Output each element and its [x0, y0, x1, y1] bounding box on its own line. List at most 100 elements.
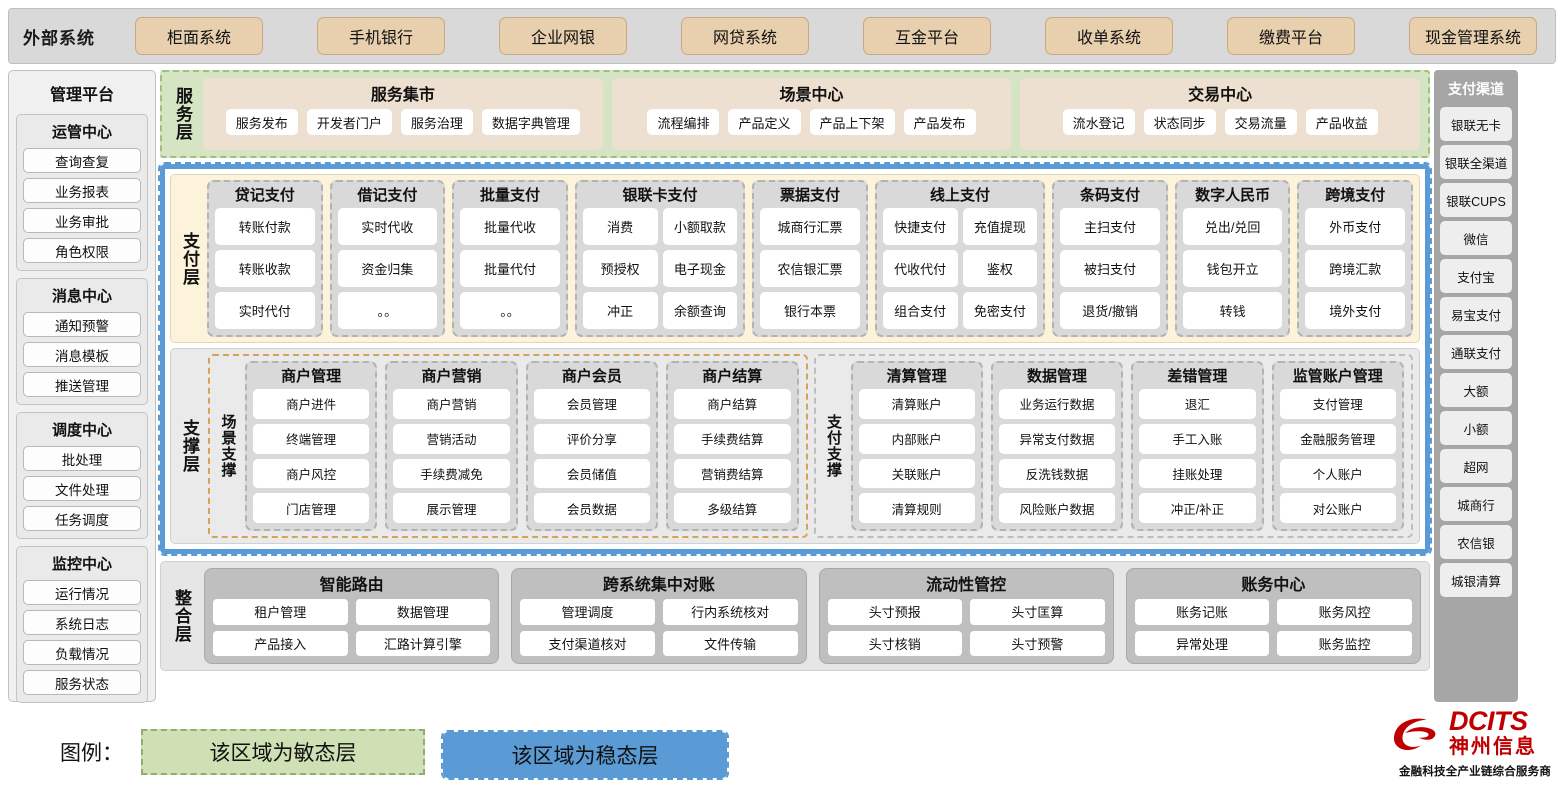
- support-chip[interactable]: 营销活动: [393, 423, 510, 454]
- support-chip[interactable]: 商户进件: [253, 389, 370, 419]
- management-item[interactable]: 通知预警: [23, 312, 141, 337]
- payment-chip[interactable]: 退货/撤销: [1060, 292, 1160, 329]
- payment-channel-item[interactable]: 小额: [1440, 411, 1512, 445]
- payment-chip[interactable]: 实时代收: [337, 208, 438, 245]
- payment-chip[interactable]: 钱包开立: [1182, 250, 1283, 287]
- payment-chip[interactable]: 兑出/兑回: [1182, 208, 1283, 245]
- support-chip[interactable]: 会员数据: [533, 493, 651, 523]
- payment-chip[interactable]: 电子现金: [662, 250, 738, 287]
- integration-chip[interactable]: 数据管理: [355, 599, 491, 625]
- support-chip[interactable]: 展示管理: [393, 493, 510, 523]
- support-chip[interactable]: 会员管理: [533, 389, 651, 419]
- management-item[interactable]: 系统日志: [23, 610, 141, 635]
- service-chip[interactable]: 服务治理: [400, 109, 473, 135]
- payment-channel-item[interactable]: 银联无卡: [1440, 107, 1512, 141]
- integration-chip[interactable]: 文件传输: [662, 630, 798, 656]
- support-chip[interactable]: 终端管理: [253, 423, 370, 454]
- integration-chip[interactable]: 租户管理: [213, 599, 348, 625]
- payment-channel-item[interactable]: 超网: [1440, 449, 1512, 483]
- payment-chip[interactable]: 鉴权: [962, 250, 1038, 287]
- payment-chip[interactable]: 充值提现: [962, 208, 1038, 245]
- payment-channel-item[interactable]: 银联CUPS: [1440, 183, 1512, 217]
- management-item[interactable]: 消息模板: [23, 342, 141, 367]
- payment-chip[interactable]: 组合支付: [882, 292, 958, 329]
- payment-chip[interactable]: 批量代收: [460, 208, 560, 245]
- management-item[interactable]: 文件处理: [23, 476, 141, 501]
- payment-chip[interactable]: 免密支付: [962, 292, 1038, 329]
- payment-channel-item[interactable]: 大额: [1440, 373, 1512, 407]
- external-system-chip[interactable]: 互金平台: [863, 17, 991, 55]
- support-chip[interactable]: 支付管理: [1279, 389, 1396, 419]
- payment-channel-item[interactable]: 城银清算: [1440, 563, 1512, 597]
- payment-chip[interactable]: 批量代付: [460, 250, 560, 287]
- integration-chip[interactable]: 汇路计算引擎: [355, 630, 491, 656]
- payment-chip[interactable]: 外币支付: [1305, 208, 1406, 245]
- payment-chip[interactable]: 城商行汇票: [760, 208, 860, 245]
- support-chip[interactable]: 评价分享: [533, 423, 651, 454]
- support-chip[interactable]: 对公账户: [1279, 493, 1396, 523]
- service-chip[interactable]: 流程编排: [647, 109, 720, 135]
- support-chip[interactable]: 业务运行数据: [998, 389, 1116, 419]
- payment-chip[interactable]: 。。: [337, 292, 438, 329]
- management-item[interactable]: 负载情况: [23, 640, 141, 665]
- payment-channel-item[interactable]: 微信: [1440, 221, 1512, 255]
- payment-chip[interactable]: 主扫支付: [1060, 208, 1160, 245]
- support-chip[interactable]: 退汇: [1139, 389, 1256, 419]
- payment-chip[interactable]: 境外支付: [1305, 292, 1406, 329]
- external-system-chip[interactable]: 现金管理系统: [1409, 17, 1537, 55]
- support-chip[interactable]: 商户风控: [253, 458, 370, 489]
- payment-chip[interactable]: 冲正: [582, 292, 658, 329]
- external-system-chip[interactable]: 企业网银: [499, 17, 627, 55]
- support-chip[interactable]: 手续费结算: [674, 423, 791, 454]
- management-item[interactable]: 推送管理: [23, 372, 141, 397]
- support-chip[interactable]: 清算账户: [858, 389, 975, 419]
- support-chip[interactable]: 多级结算: [674, 493, 791, 523]
- payment-chip[interactable]: 。。: [460, 292, 560, 329]
- payment-chip[interactable]: 预授权: [582, 250, 658, 287]
- service-chip[interactable]: 状态同步: [1143, 109, 1216, 135]
- support-chip[interactable]: 关联账户: [858, 458, 975, 489]
- payment-chip[interactable]: 代收代付: [882, 250, 958, 287]
- integration-chip[interactable]: 账务风控: [1277, 599, 1412, 625]
- external-system-chip[interactable]: 手机银行: [317, 17, 445, 55]
- integration-chip[interactable]: 产品接入: [213, 630, 348, 656]
- support-chip[interactable]: 商户结算: [674, 389, 791, 419]
- support-chip[interactable]: 手工入账: [1139, 423, 1256, 454]
- integration-chip[interactable]: 头寸核销: [827, 630, 963, 656]
- integration-chip[interactable]: 头寸匡算: [970, 599, 1105, 625]
- payment-chip[interactable]: 实时代付: [215, 292, 315, 329]
- payment-chip[interactable]: 资金归集: [337, 250, 438, 287]
- management-item[interactable]: 查询查复: [23, 148, 141, 173]
- service-chip[interactable]: 交易流量: [1224, 109, 1297, 135]
- payment-channel-item[interactable]: 通联支付: [1440, 335, 1512, 369]
- support-chip[interactable]: 冲正/补正: [1139, 493, 1256, 523]
- support-chip[interactable]: 异常支付数据: [998, 423, 1116, 454]
- support-chip[interactable]: 营销费结算: [674, 458, 791, 489]
- service-chip[interactable]: 服务发布: [225, 109, 298, 135]
- integration-chip[interactable]: 头寸预警: [970, 630, 1105, 656]
- integration-chip[interactable]: 管理调度: [520, 599, 655, 625]
- support-chip[interactable]: 个人账户: [1279, 458, 1396, 489]
- management-item[interactable]: 角色权限: [23, 238, 141, 263]
- payment-channel-item[interactable]: 城商行: [1440, 487, 1512, 521]
- support-chip[interactable]: 反洗钱数据: [998, 458, 1116, 489]
- payment-chip[interactable]: 农信银汇票: [760, 250, 860, 287]
- integration-chip[interactable]: 账务监控: [1277, 630, 1412, 656]
- support-chip[interactable]: 内部账户: [858, 423, 975, 454]
- management-item[interactable]: 服务状态: [23, 670, 141, 695]
- payment-chip[interactable]: 余额查询: [662, 292, 738, 329]
- payment-chip[interactable]: 转账收款: [215, 250, 315, 287]
- support-chip[interactable]: 商户营销: [393, 389, 510, 419]
- payment-chip[interactable]: 快捷支付: [882, 208, 958, 245]
- payment-chip[interactable]: 转账付款: [215, 208, 315, 245]
- service-chip[interactable]: 数据字典管理: [481, 109, 580, 135]
- integration-chip[interactable]: 头寸预报: [827, 599, 963, 625]
- payment-chip[interactable]: 消费: [582, 208, 658, 245]
- support-chip[interactable]: 门店管理: [253, 493, 370, 523]
- payment-chip[interactable]: 小额取款: [662, 208, 738, 245]
- external-system-chip[interactable]: 缴费平台: [1227, 17, 1355, 55]
- service-chip[interactable]: 开发者门户: [306, 109, 392, 135]
- management-item[interactable]: 业务审批: [23, 208, 141, 233]
- payment-chip[interactable]: 被扫支付: [1060, 250, 1160, 287]
- service-chip[interactable]: 产品定义: [728, 109, 801, 135]
